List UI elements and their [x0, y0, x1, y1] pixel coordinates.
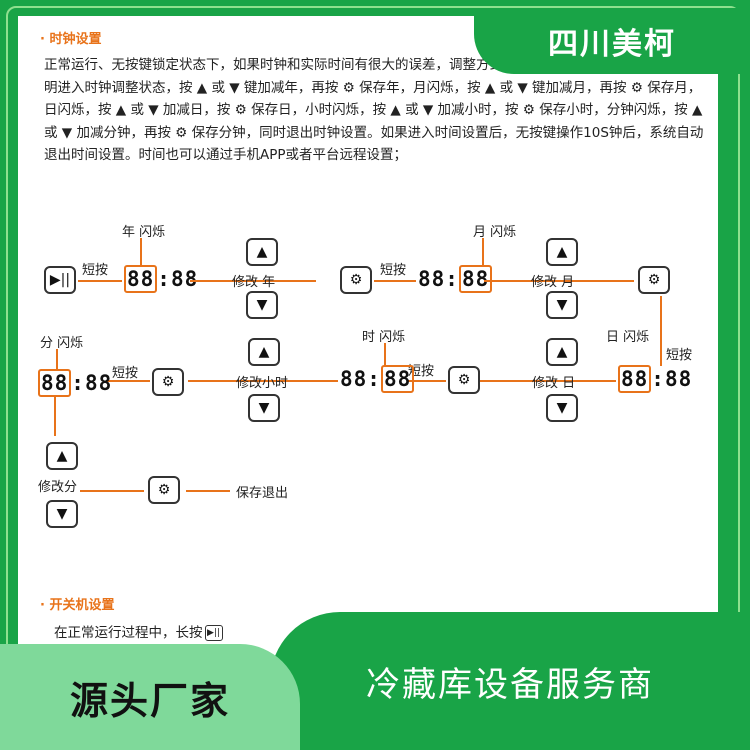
day-blink-label: 日 闪烁 [606, 330, 650, 345]
arrow [660, 296, 662, 366]
modify-hour-label: 修改小时 [236, 376, 289, 391]
service-provider-label: 冷藏库设备服务商 [270, 612, 750, 750]
arrow [384, 343, 386, 367]
arrow [478, 380, 616, 382]
play-pause-icon: ▶|| [44, 266, 76, 294]
arrow [190, 280, 316, 282]
down-icon: ▼ [546, 394, 578, 422]
power-instructions: 在正常运行过程中，长按▶|| [54, 621, 225, 641]
arrow [140, 238, 142, 266]
arrow [78, 280, 122, 282]
minute-blink-label: 分 闪烁 [40, 336, 84, 351]
arrow [408, 380, 446, 382]
modify-month-label: 修改 月 [531, 275, 575, 290]
up-icon: ▲ [546, 238, 578, 266]
bottom-banner: 冷藏库设备服务商 源头厂家 [0, 612, 750, 750]
up-icon: ▲ [248, 338, 280, 366]
month-blink-label: 月 闪烁 [473, 225, 517, 240]
section-title-clock: · 时钟设置 [40, 32, 102, 47]
gear-icon: ⚙ [638, 266, 670, 294]
clock-display-minute: 88:88 [38, 369, 112, 397]
arrow [374, 280, 416, 282]
arrow [54, 396, 56, 436]
down-icon: ▼ [248, 394, 280, 422]
short-press-label: 短按 [666, 348, 693, 363]
modify-minute-label: 修改分 [38, 480, 78, 495]
clock-display-day: 88:88 [618, 365, 692, 393]
modify-year-label: 修改 年 [232, 275, 276, 290]
play-pause-icon: ▶|| [204, 625, 223, 641]
short-press-label: 短按 [82, 263, 109, 278]
gear-icon: ⚙ [340, 266, 372, 294]
arrow [80, 490, 144, 492]
power-text: 在正常运行过程中，长按 [54, 625, 203, 641]
down-icon: ▼ [246, 291, 278, 319]
gear-icon: ⚙ [148, 476, 180, 504]
down-icon: ▼ [46, 500, 78, 528]
short-press-label: 短按 [380, 263, 407, 278]
brand-badge: 四川美柯 [474, 8, 750, 74]
up-icon: ▲ [246, 238, 278, 266]
clock-display-year: 88:88 [124, 265, 198, 293]
document-page: · 时钟设置 正常运行、无按键锁定状态下，如果时钟和实际时间有很大的误差，调整方… [18, 16, 718, 656]
year-blink-label: 年 闪烁 [122, 225, 166, 240]
save-exit-label: 保存退出 [236, 486, 289, 501]
clock-display-hour: 88:88 [340, 365, 415, 393]
section-title-power: · 开关机设置 [40, 598, 115, 613]
short-press-label: 短按 [112, 366, 139, 381]
modify-day-label: 修改 日 [532, 376, 576, 391]
arrow [188, 380, 338, 382]
down-icon: ▼ [546, 291, 578, 319]
clock-display-month: 88:88 [418, 265, 493, 293]
source-factory-label: 源头厂家 [0, 644, 300, 750]
arrow [484, 280, 634, 282]
short-press-label: 短按 [408, 364, 435, 379]
arrow [186, 490, 230, 492]
up-icon: ▲ [546, 338, 578, 366]
up-icon: ▲ [46, 442, 78, 470]
gear-icon: ⚙ [152, 368, 184, 396]
arrow [106, 380, 150, 382]
arrow [482, 238, 484, 266]
hour-blink-label: 时 闪烁 [362, 330, 406, 345]
gear-icon: ⚙ [448, 366, 480, 394]
arrow [56, 349, 58, 371]
